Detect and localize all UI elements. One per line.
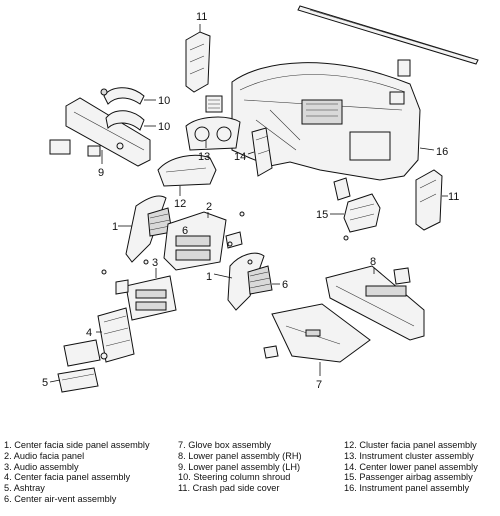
legend-item: 15. Passenger airbag assembly — [344, 472, 473, 483]
callout-10-upper: 10 — [158, 95, 170, 107]
callout-3: 3 — [152, 257, 158, 269]
exploded-parts-diagram: 11 10 10 13 14 16 9 12 11 15 2 1 6 3 1 6… — [42, 5, 479, 393]
ashtray — [57, 367, 99, 393]
audio-facia-panel — [163, 211, 243, 271]
legend-column-2: 7. Glove box assembly 8. Lower panel ass… — [178, 440, 302, 494]
legend-item: 10. Steering column shroud — [178, 472, 291, 483]
callout-2: 2 — [206, 201, 212, 213]
legend-item: 13. Instrument cluster assembly — [344, 450, 474, 461]
callout-14: 14 — [234, 151, 246, 163]
passenger-airbag-assembly — [333, 177, 381, 241]
legend-item: 2. Audio facia panel — [4, 450, 85, 461]
callout-12: 12 — [174, 198, 186, 210]
legend-item: 14. Center lower panel assembly — [344, 461, 478, 472]
legend-item: 4. Center facia panel assembly — [4, 472, 131, 483]
legend-item: 1. Center facia side panel assembly — [4, 440, 150, 450]
instrument-cluster-assembly — [185, 95, 241, 151]
legend-column-1: 1. Center facia side panel assembly 2. A… — [4, 440, 150, 505]
cluster-facia-panel-assembly — [157, 154, 217, 187]
callout-6-right: 6 — [282, 279, 288, 291]
legend-column-3: 12. Cluster facia panel assembly 13. Ins… — [344, 440, 478, 494]
legend-item: 6. Center air-vent assembly — [4, 493, 117, 504]
callout-16: 16 — [436, 146, 448, 158]
legend-item: 11. Crash pad side cover — [178, 483, 280, 494]
callout-8: 8 — [370, 256, 376, 268]
callout-11-top: 11 — [196, 11, 207, 23]
lower-panel-assembly-rh — [325, 265, 425, 341]
callout-6-left: 6 — [182, 225, 188, 237]
fasteners — [101, 211, 253, 275]
center-lower-panel-assembly — [251, 127, 273, 177]
legend-item: 3. Audio assembly — [4, 461, 79, 472]
steering-column-shroud — [100, 87, 145, 131]
center-facia-panel-assembly — [97, 307, 135, 363]
center-air-vent-right — [247, 265, 273, 295]
callout-13: 13 — [198, 151, 210, 163]
ashtray-housing — [63, 339, 108, 367]
defroster-strip — [297, 5, 479, 65]
legend-item: 16. Instrument panel assembly — [344, 483, 470, 494]
parts-legend: 1. Center facia side panel assembly 2. A… — [0, 440, 500, 516]
legend-item: 12. Cluster facia panel assembly — [344, 440, 477, 450]
crash-pad-side-cover-right — [415, 169, 443, 231]
audio-assembly — [115, 275, 177, 321]
crash-pad-side-cover-left — [185, 31, 211, 93]
callout-15: 15 — [316, 209, 328, 221]
lower-panel-assembly-lh — [49, 97, 151, 167]
callout-4: 4 — [86, 327, 92, 339]
callout-10-lower: 10 — [158, 121, 170, 133]
callout-1-left: 1 — [112, 221, 118, 233]
legend-item: 5. Ashtray — [4, 483, 45, 494]
callout-1-right: 1 — [206, 271, 212, 283]
center-facia-side-panel-right — [227, 252, 265, 311]
callout-11-right: 11 — [448, 191, 459, 203]
legend-item: 8. Lower panel assembly (RH) — [178, 450, 302, 461]
callout-7: 7 — [316, 379, 322, 391]
legend-item: 7. Glove box assembly — [178, 440, 271, 450]
legend-item: 9. Lower panel assembly (LH) — [178, 461, 301, 472]
callout-9: 9 — [98, 167, 104, 179]
instrument-panel-assembly — [231, 59, 421, 181]
callout-5: 5 — [42, 377, 48, 389]
glove-box-assembly — [263, 303, 371, 363]
